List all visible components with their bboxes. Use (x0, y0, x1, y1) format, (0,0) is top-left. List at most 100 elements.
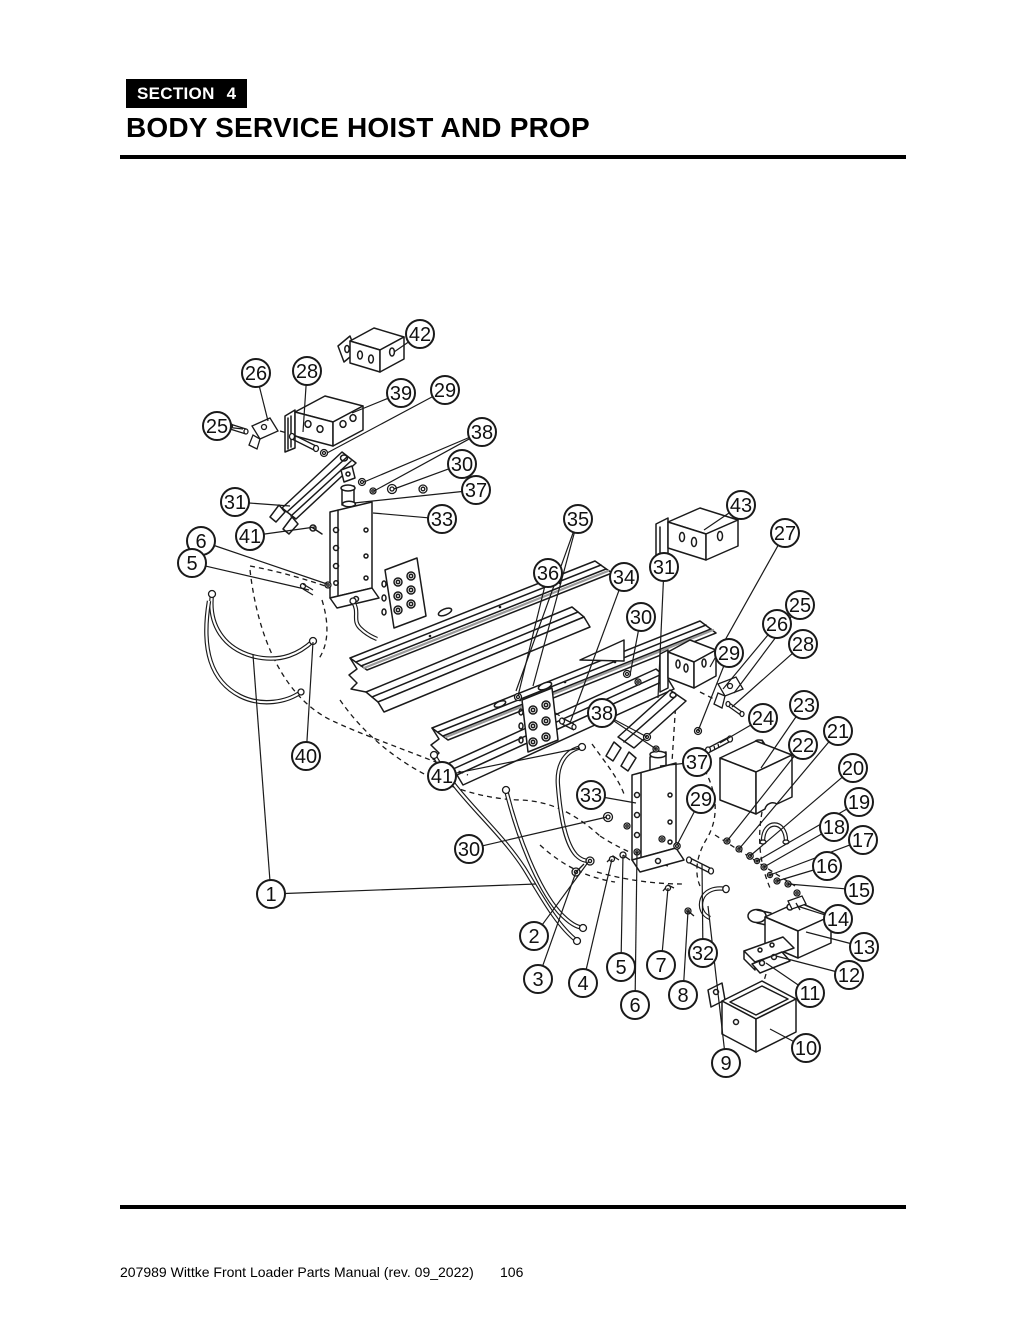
leader-line (252, 654, 271, 881)
callout-circle (789, 690, 819, 720)
leader-line (676, 811, 696, 846)
callout-number: 7 (655, 955, 666, 977)
callout-number: 10 (795, 1038, 817, 1060)
callout-number: 31 (653, 557, 675, 579)
leader-line (749, 776, 843, 857)
callout-number: 33 (580, 785, 602, 807)
callout-43: 43 (703, 490, 756, 531)
callout-circle (823, 716, 853, 746)
callout-circle (454, 834, 484, 864)
callout-number: 27 (774, 523, 796, 545)
callout-circle (461, 475, 491, 505)
leader-line (701, 863, 704, 940)
callout-number: 38 (591, 703, 613, 725)
callout-circle (626, 602, 656, 632)
callout-25: 25 (202, 411, 244, 441)
callout-35: 35 (515, 504, 593, 692)
leader-line (657, 580, 664, 699)
callout-41: 41 (427, 747, 581, 791)
leader-line (542, 871, 577, 967)
callout-13: 13 (805, 931, 879, 962)
callout-30: 30 (393, 449, 477, 490)
part-reservoir-22-23 (719, 739, 793, 815)
callout-16: 16 (776, 851, 842, 882)
callout-circle (668, 980, 698, 1010)
leader-line (205, 565, 310, 591)
leader-line (455, 747, 581, 774)
footer-rule (120, 1205, 906, 1209)
leader-line (284, 883, 537, 895)
callout-number: 1 (265, 884, 276, 906)
callout-number: 13 (853, 937, 875, 959)
callout-number: 29 (690, 789, 712, 811)
callout-number: 21 (827, 721, 849, 743)
section-badge: SECTION 4 (126, 79, 248, 108)
leader-line (697, 665, 725, 732)
callout-circle (467, 417, 497, 447)
callout-circle (812, 851, 842, 881)
callout-number: 29 (718, 643, 740, 665)
leader-line (805, 931, 851, 945)
callout-9: 9 (707, 905, 741, 1078)
callout-circle (785, 590, 815, 620)
callout-36: 36 (517, 558, 563, 697)
callout-number: 6 (195, 531, 206, 553)
leader-line (731, 652, 793, 708)
part-bolt-34 (558, 717, 577, 731)
callout-number: 34 (613, 567, 635, 589)
callout-14: 14 (796, 904, 853, 934)
callout-circle (620, 990, 650, 1020)
callout-number: 25 (789, 595, 811, 617)
leader-line (776, 869, 814, 882)
callout-circle (838, 753, 868, 783)
callout-circle (791, 1033, 821, 1063)
callout-circle (405, 319, 435, 349)
callout-circle (844, 875, 874, 905)
callout-40: 40 (291, 641, 321, 771)
callout-28: 28 (292, 356, 322, 433)
callout-number: 24 (752, 708, 774, 730)
callout-circle (819, 812, 849, 842)
callout-circle (795, 978, 825, 1008)
callout-circle (235, 521, 265, 551)
leader-line (363, 436, 470, 483)
callout-38: 38 (587, 698, 657, 750)
callout-number: 41 (431, 766, 453, 788)
callout-number: 17 (852, 830, 874, 852)
callout-circle (386, 378, 416, 408)
callout-number: 32 (692, 943, 714, 965)
callout-circle (177, 548, 207, 578)
callout-number: 33 (431, 509, 453, 531)
leader-line (629, 630, 639, 676)
callout-number: 8 (677, 985, 688, 1007)
callout-2: 2 (519, 860, 590, 951)
callout-30: 30 (454, 816, 608, 864)
callout-42: 42 (393, 319, 435, 353)
callout-number: 19 (848, 792, 870, 814)
leader-line (214, 544, 328, 585)
callout-number: 37 (465, 480, 487, 502)
callout-number: 38 (471, 422, 493, 444)
callout-circle (682, 747, 712, 777)
callout-circle (256, 879, 286, 909)
hydraulic-hoses (204, 589, 730, 946)
callout-number: 22 (792, 735, 814, 757)
callout-6: 6 (620, 851, 650, 1020)
part-pin-32 (685, 856, 715, 875)
callout-25: 25 (733, 590, 815, 694)
callout-18: 18 (763, 812, 849, 868)
leader-line (393, 341, 409, 353)
leader-line (634, 851, 638, 992)
part-bracket-42 (337, 327, 405, 373)
leader-line (719, 724, 752, 744)
leader-line (248, 502, 291, 507)
leader-line (569, 589, 620, 724)
leader-line (532, 532, 575, 687)
part-pin-28 (288, 432, 320, 453)
callout-1: 1 (252, 654, 537, 909)
callout-29: 29 (697, 638, 744, 732)
callout-number: 16 (816, 856, 838, 878)
leader-line (659, 762, 684, 767)
callout-circle (523, 964, 553, 994)
